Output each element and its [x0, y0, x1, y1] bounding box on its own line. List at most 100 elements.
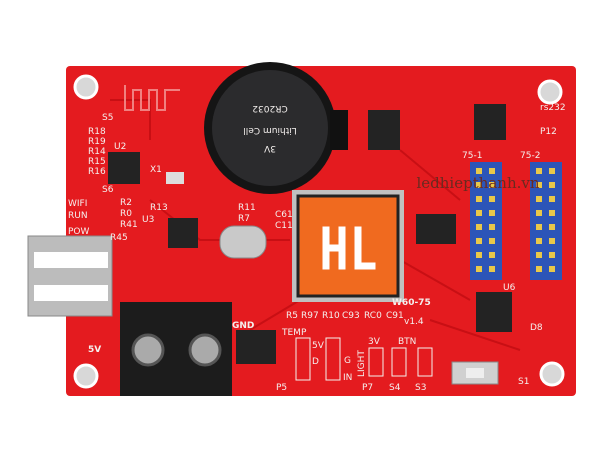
- mcu-chip: [296, 194, 400, 298]
- header-pin: [476, 224, 482, 230]
- header-pin: [489, 196, 495, 202]
- header-pin: [536, 210, 542, 216]
- header-pin: [489, 210, 495, 216]
- hub75-1-header: [470, 162, 502, 280]
- crystal: [219, 225, 267, 259]
- header-pin: [489, 182, 495, 188]
- u6-label: U6: [503, 283, 516, 293]
- p5-label: P5: [276, 383, 287, 393]
- header-pin: [549, 252, 555, 258]
- header-pin: [549, 238, 555, 244]
- header-pin: [489, 224, 495, 230]
- wifi-label: WIFI: [68, 199, 87, 209]
- r2-label: R2: [120, 198, 132, 208]
- in-pin-label: IN: [343, 373, 352, 383]
- header-pins: [476, 168, 555, 272]
- header-pin: [489, 168, 495, 174]
- header-pin: [536, 196, 542, 202]
- header-pin: [536, 182, 542, 188]
- c93-label: C93: [342, 311, 360, 321]
- temp-label: TEMP: [281, 328, 307, 338]
- s5-label: S5: [102, 113, 113, 123]
- terminal-screw[interactable]: [131, 333, 165, 367]
- header-pin: [476, 168, 482, 174]
- r18-label: R18: [88, 127, 106, 137]
- version-label: v1.4: [404, 317, 424, 327]
- r14-label: R14: [88, 147, 106, 157]
- header-pin: [489, 238, 495, 244]
- r0-label: R0: [120, 209, 132, 219]
- watermark: ledhiepthanh.vn: [416, 174, 539, 192]
- s3-label: S3: [415, 383, 426, 393]
- header-pin: [549, 168, 555, 174]
- s1-label: S1: [518, 377, 529, 387]
- header-pin: [536, 238, 542, 244]
- header-pin: [536, 266, 542, 272]
- header-pin: [489, 252, 495, 258]
- header-pin: [549, 266, 555, 272]
- x1-label: X1: [150, 165, 162, 175]
- r15-label: R15: [88, 157, 106, 167]
- header-pin: [536, 168, 542, 174]
- hub2-label: 75-2: [520, 151, 540, 161]
- 5v-label: 5V: [88, 345, 101, 355]
- usb-slot: [34, 285, 108, 301]
- g-pin-label: G: [344, 356, 351, 366]
- header-pin: [476, 196, 482, 202]
- header-pin: [489, 266, 495, 272]
- d-pin-label: D: [312, 357, 319, 367]
- 3v-label: 3V: [368, 337, 381, 347]
- battery-clip: [330, 110, 348, 150]
- header-pin: [476, 182, 482, 188]
- push-button-cap[interactable]: [466, 368, 484, 378]
- p12-label: P12: [540, 127, 557, 137]
- small-crystal: [166, 172, 184, 184]
- p7-label: P7: [362, 383, 373, 393]
- s4-label: S4: [389, 383, 401, 393]
- r16-label: R16: [88, 167, 106, 177]
- header-pin: [476, 266, 482, 272]
- usb-slot: [34, 252, 108, 268]
- light-label: LIGHT: [357, 350, 367, 377]
- c11-label: C11: [275, 221, 293, 231]
- r19-label: R19: [88, 137, 106, 147]
- rc0-label: RC0: [364, 311, 382, 321]
- header-pin: [549, 196, 555, 202]
- u3-label: U3: [142, 215, 154, 225]
- header-pin: [476, 210, 482, 216]
- hub1-label: 75-1: [462, 151, 482, 161]
- r5-label: R5: [286, 311, 298, 321]
- usb-port[interactable]: [27, 235, 113, 317]
- r13-label: R13: [150, 203, 168, 213]
- battery-type: CR2032: [252, 103, 287, 113]
- header-pin: [536, 224, 542, 230]
- d8-label: D8: [530, 323, 543, 333]
- mcu-logo: [322, 226, 376, 270]
- header-pin: [536, 252, 542, 258]
- u2-label: U2: [114, 142, 126, 152]
- pow-label: POW: [68, 227, 90, 237]
- r41-label: R41: [120, 220, 138, 230]
- header-pin: [476, 238, 482, 244]
- r10-label: R10: [322, 311, 340, 321]
- btn-label: BTN: [398, 337, 416, 347]
- ic-chips: [108, 104, 512, 364]
- c91-label: C91: [386, 311, 404, 321]
- header-pin: [549, 182, 555, 188]
- mounting-holes: [73, 74, 565, 389]
- hub75-2-header: [530, 162, 562, 280]
- header-pin: [476, 252, 482, 258]
- gnd-label: GND: [232, 321, 254, 331]
- battery-chem: Lithium Cell: [243, 125, 296, 135]
- header-pin: [549, 210, 555, 216]
- r45-label: R45: [110, 233, 128, 243]
- s6-label: S6: [102, 185, 114, 195]
- rs232-label: rs232: [540, 103, 566, 113]
- 5v-pin-label: 5V: [312, 341, 325, 351]
- battery-voltage: 3V: [263, 143, 276, 153]
- coin-battery: [212, 70, 328, 186]
- model-label: W60-75: [392, 298, 431, 308]
- terminal-screw[interactable]: [188, 333, 222, 367]
- c61-label: C61: [275, 210, 293, 220]
